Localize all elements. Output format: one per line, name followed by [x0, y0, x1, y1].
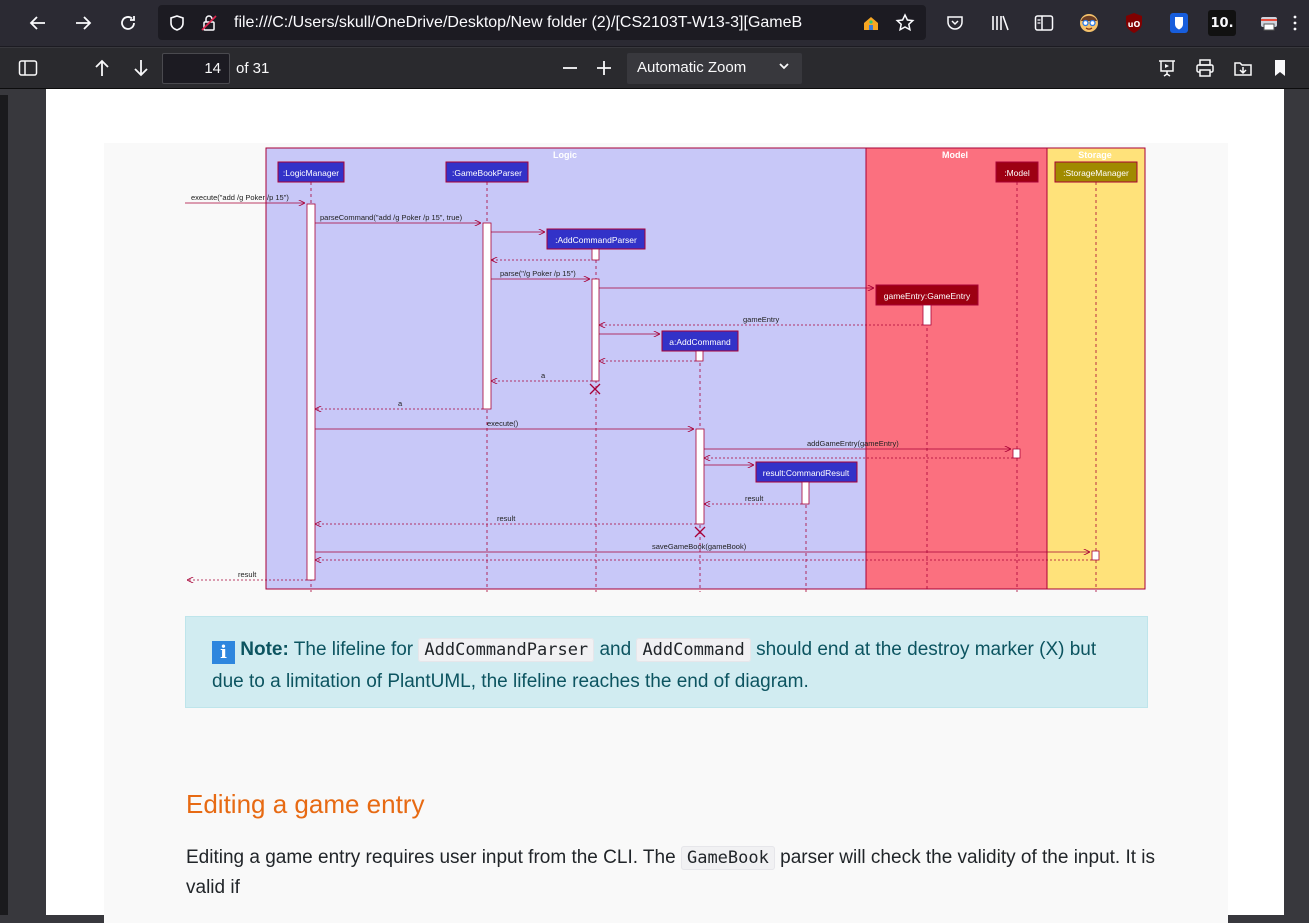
pocket-icon[interactable] [940, 8, 970, 38]
destroy-markers [589, 383, 706, 538]
insecure-lock-icon[interactable] [194, 8, 224, 38]
page-total-label: of 31 [236, 60, 270, 77]
msg-parse: parse("/g Poker /p 15") [500, 269, 576, 278]
ublock-origin-icon[interactable]: uO [1119, 8, 1149, 38]
svg-text::LogicManager: :LogicManager [283, 168, 339, 178]
note-code-1: AddCommandParser [418, 638, 595, 662]
note-code-2: AddCommand [636, 638, 751, 662]
svg-text::StorageManager: :StorageManager [1063, 168, 1129, 178]
shield-icon[interactable] [162, 8, 192, 38]
participant-model [995, 161, 1039, 183]
msg-a-return-2: a [398, 399, 403, 408]
svg-text:result:CommandResult: result:CommandResult [763, 468, 850, 478]
sequence-diagram: Logic Model Storage :LogicManager :GameB… [185, 147, 1146, 592]
sidebar-toggle-icon[interactable] [13, 53, 43, 83]
url-text[interactable]: file:///C:/Users/skull/OneDrive/Desktop/… [234, 14, 803, 31]
svg-text::GameBookParser: :GameBookParser [452, 168, 522, 178]
note-label: Note: [240, 639, 289, 660]
msg-result-inner: result [745, 494, 764, 503]
para-code: GameBook [680, 846, 775, 870]
msg-execute-call: execute("add /g Poker /p 15") [191, 193, 289, 202]
participant-storagemanager [1054, 161, 1138, 183]
msg-parse-command: parseCommand("add /g Poker /p 15", true) [320, 213, 463, 222]
page-number-input[interactable]: 14 [162, 53, 230, 84]
back-arrow-icon[interactable] [22, 7, 54, 39]
msg-result-outer: result [497, 514, 516, 523]
logic-box [265, 147, 867, 590]
msg-a-return-1: a [541, 371, 546, 380]
bookmark-star-icon[interactable] [890, 8, 920, 38]
presentation-mode-icon[interactable] [1152, 53, 1182, 83]
section-paragraph: Editing a game entry requires user input… [186, 843, 1176, 903]
extension-face-icon[interactable] [1074, 8, 1104, 38]
svg-text:a:AddCommand: a:AddCommand [669, 337, 731, 347]
note-text-1: The lifeline for [288, 639, 419, 660]
pdf-toolbar: 14 of 31 Automatic Zoom [0, 48, 1309, 89]
reload-icon[interactable] [112, 7, 144, 39]
msg-game-entry: gameEntry [743, 315, 780, 324]
msg-save-game-book: saveGameBook(gameBook) [652, 542, 747, 551]
zoom-select[interactable]: Automatic Zoom [627, 53, 802, 84]
logic-box-title: Logic [553, 150, 577, 160]
menu-kebab-icon[interactable] [1288, 8, 1302, 38]
msg-execute: execute() [487, 419, 519, 428]
bookmark-icon[interactable] [1265, 53, 1295, 83]
extension-printer-icon[interactable] [1254, 8, 1284, 38]
para-text-1: Editing a game entry requires user input… [186, 847, 681, 868]
chevron-down-icon [778, 60, 790, 75]
pdf-viewer[interactable]: Logic Model Storage :LogicManager :GameB… [0, 89, 1309, 923]
section-heading: Editing a game entry [186, 789, 425, 819]
browser-navbar: file:///C:/Users/skull/OneDrive/Desktop/… [0, 0, 1309, 47]
model-box-title: Model [942, 150, 968, 160]
note-callout: i Note: The lifeline for AddCommandParse… [185, 616, 1148, 708]
msg-result-final: result [238, 570, 257, 579]
extension-badge-icon[interactable]: 10. [1208, 10, 1236, 36]
participant-logicmanager [277, 161, 345, 183]
next-page-icon[interactable] [126, 53, 156, 83]
zoom-out-icon[interactable] [555, 53, 585, 83]
sidebar-edge [0, 95, 8, 915]
print-icon[interactable] [1190, 53, 1220, 83]
bitwarden-icon[interactable] [1164, 8, 1194, 38]
storage-box-title: Storage [1078, 150, 1112, 160]
info-icon: i [212, 641, 235, 664]
extension-house-icon[interactable] [856, 8, 886, 38]
sidebar-icon[interactable] [1029, 8, 1059, 38]
msg-add-game-entry: addGameEntry(gameEntry) [807, 439, 899, 448]
participant-gamebookparser [445, 161, 529, 183]
library-icon[interactable] [985, 8, 1015, 38]
note-text-2: and [594, 639, 637, 660]
url-bar[interactable]: file:///C:/Users/skull/OneDrive/Desktop/… [158, 5, 926, 40]
zoom-value: Automatic Zoom [637, 59, 747, 76]
note-text-3: should end at the destroy marker (X) but… [212, 639, 1097, 692]
model-box [865, 147, 1048, 590]
svg-text::AddCommandParser: :AddCommandParser [555, 235, 637, 245]
previous-page-icon[interactable] [87, 53, 117, 83]
svg-text:gameEntry:GameEntry: gameEntry:GameEntry [884, 291, 971, 301]
pdf-page: Logic Model Storage :LogicManager :GameB… [46, 89, 1284, 923]
svg-text:uO: uO [1128, 20, 1141, 29]
forward-arrow-icon[interactable] [67, 7, 99, 39]
save-download-icon[interactable] [1228, 53, 1258, 83]
svg-text::Model: :Model [1004, 168, 1030, 178]
zoom-in-icon[interactable] [589, 53, 619, 83]
para-text-2: parser will check the validity of the in… [186, 847, 1156, 898]
